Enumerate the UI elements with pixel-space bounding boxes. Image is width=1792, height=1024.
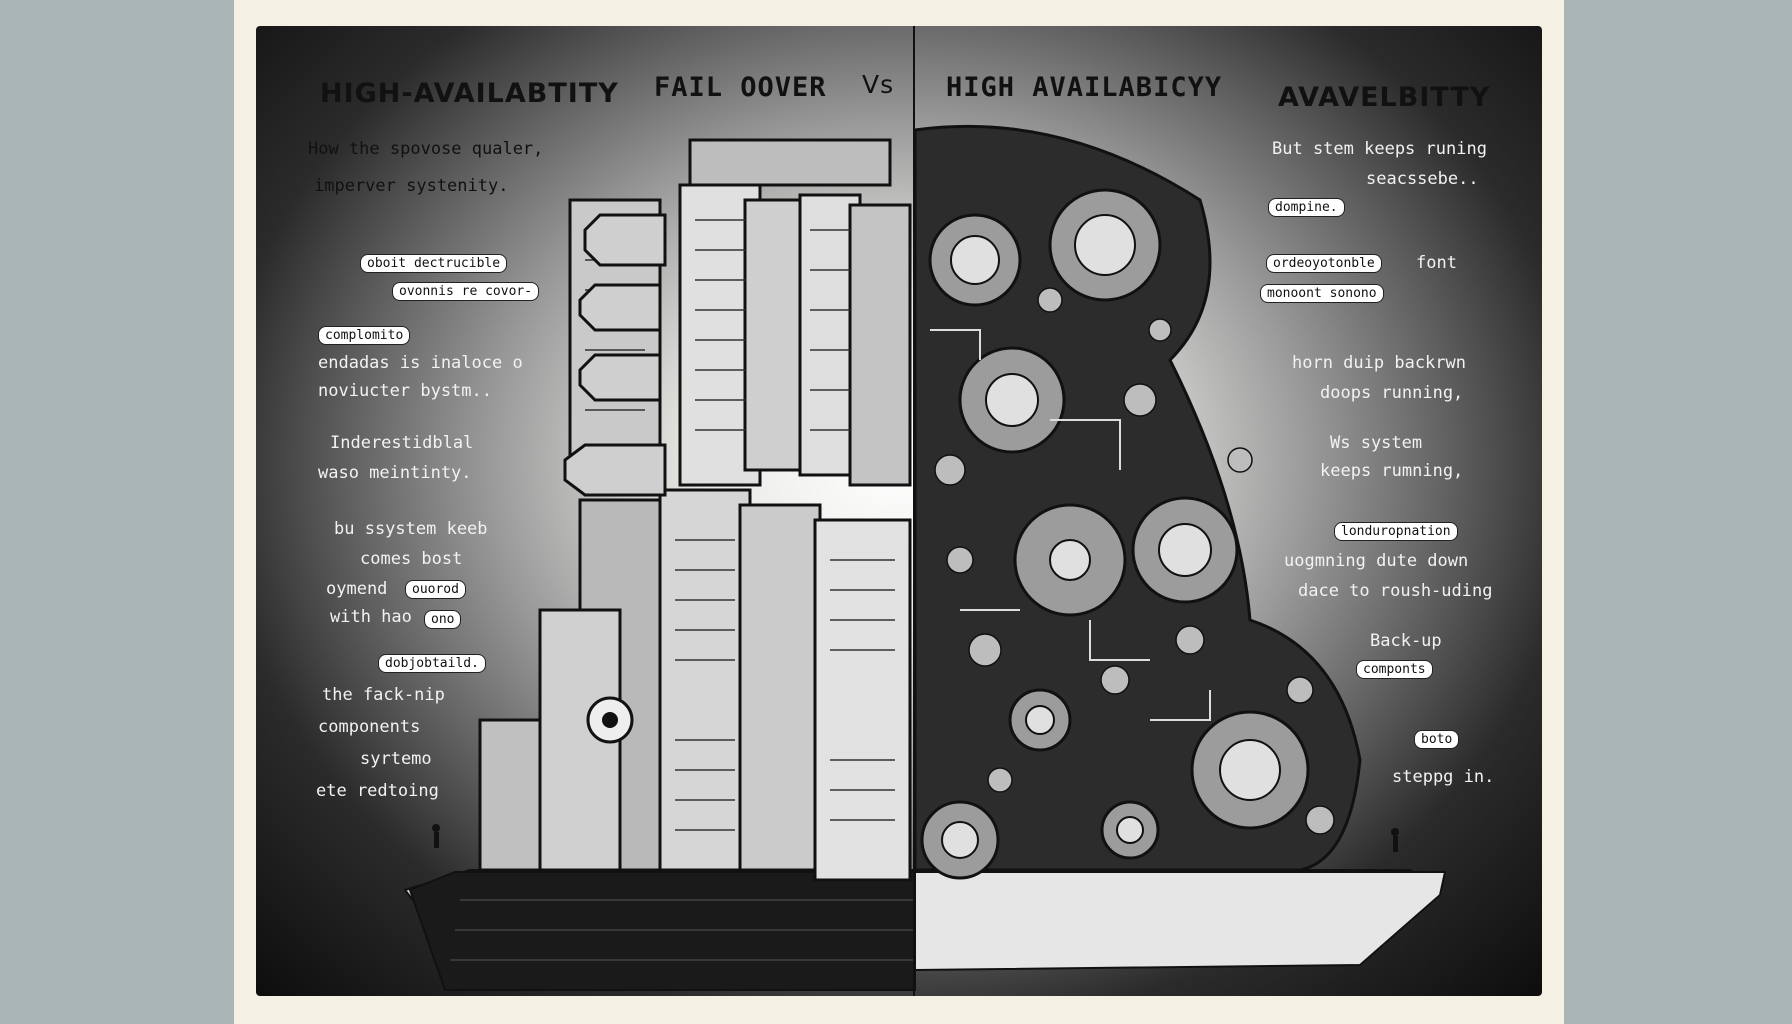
right-tag: componts (1356, 660, 1433, 679)
left-caption: endadas is inaloce o (318, 353, 523, 373)
right-caption: keeps rumning, (1320, 461, 1464, 481)
left-caption: ete redtoing (316, 781, 439, 801)
left-caption: bu ssystem keeb (334, 519, 488, 539)
left-tag: oboit dectrucible (360, 254, 508, 273)
vs-label: Vs (862, 70, 895, 99)
right-caption: steppg in. (1392, 767, 1495, 787)
left-caption: with hao (330, 607, 412, 627)
right-caption: doops running, (1320, 383, 1464, 403)
left-caption: Inderestidblal (330, 433, 474, 453)
center-divider (913, 26, 915, 996)
right-caption: uogmning dute down (1284, 551, 1469, 571)
left-caption: components (318, 717, 421, 737)
left-caption: syrtemo (360, 749, 432, 769)
left-caption: imperver systenity. (314, 176, 509, 196)
right-tag: dompine. (1268, 198, 1345, 217)
left-caption: comes bost (360, 549, 463, 569)
right-tag: ordeoyotonble (1266, 254, 1382, 273)
right-tag: monoont sonono (1260, 284, 1384, 303)
left-title: HIGH-AVAILABTITY (320, 78, 619, 109)
left-subtitle: FAIL OOVER (654, 72, 827, 103)
right-title: HIGH AVAILABICYY (946, 72, 1223, 103)
left-caption: waso meintinty. (318, 463, 472, 483)
right-caption: But stem keeps runing (1272, 139, 1487, 159)
left-tag: dobjobtaild. (378, 654, 486, 673)
right-caption: Ws system (1330, 433, 1423, 453)
left-caption: the fack-nip (322, 685, 445, 705)
right-caption: font (1416, 253, 1457, 273)
left-caption: How the spovose qualer, (308, 139, 544, 159)
right-caption: dace to roush-uding (1298, 581, 1493, 601)
right-tag: londuropnation (1334, 522, 1458, 541)
left-tag: ouorod (405, 580, 466, 599)
left-caption: noviucter bystm.. (318, 381, 492, 401)
right-caption: horn duip backrwn (1292, 353, 1466, 373)
left-caption: oymend (326, 579, 388, 599)
left-tag: complomito (318, 326, 411, 345)
right-subtitle: AVAVELBITTY (1278, 82, 1491, 113)
left-tag: ono (424, 610, 462, 629)
right-tag: boto (1414, 730, 1460, 749)
right-caption: Back-up (1370, 631, 1442, 651)
left-tag: ovonnis re covor- (392, 282, 540, 301)
right-caption: seacssebe.. (1366, 169, 1479, 189)
